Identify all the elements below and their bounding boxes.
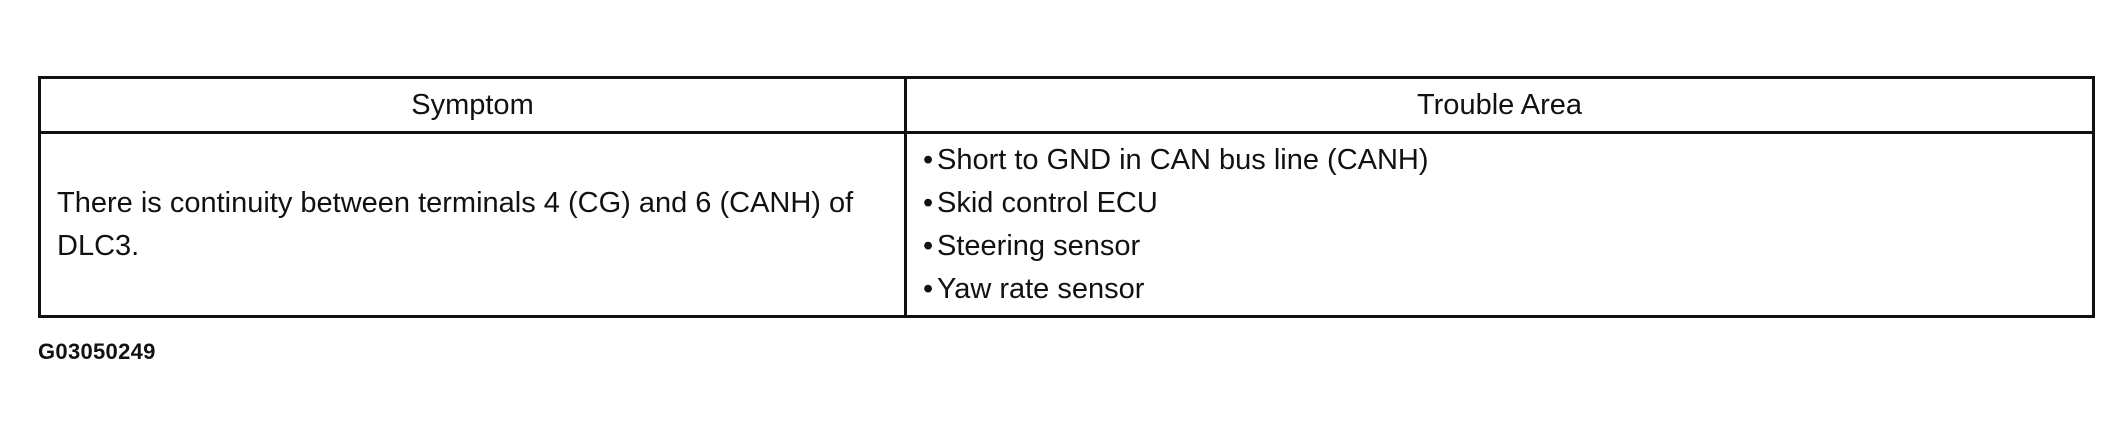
list-item: • Skid control ECU (923, 182, 2076, 225)
list-item-text: Skid control ECU (937, 186, 1158, 219)
trouble-area-list: • Short to GND in CAN bus line (CANH) • … (923, 139, 2076, 311)
header-symptom: Symptom (38, 76, 907, 134)
table-header: Symptom Trouble Area (38, 76, 2095, 134)
list-item-text: Short to GND in CAN bus line (CANH) (937, 143, 1429, 176)
bullet: • (923, 186, 934, 219)
list-item-text: Yaw rate sensor (937, 272, 1145, 305)
header-row: Symptom Trouble Area (38, 76, 2095, 134)
table-body: There is continuity between terminals 4 … (38, 131, 2095, 318)
list-item: • Yaw rate sensor (923, 268, 2076, 311)
list-item-text: Steering sensor (937, 229, 1141, 262)
figure-id: G03050249 (38, 339, 156, 364)
list-item: • Short to GND in CAN bus line (CANH) (923, 139, 2076, 182)
table-row: There is continuity between terminals 4 … (38, 131, 2095, 318)
list-item: • Steering sensor (923, 225, 2076, 268)
bullet: • (923, 143, 934, 176)
bullet: • (923, 272, 934, 305)
symptom-cell: There is continuity between terminals 4 … (38, 131, 907, 318)
trouble-area-cell: • Short to GND in CAN bus line (CANH) • … (904, 131, 2095, 318)
bullet: • (923, 229, 934, 262)
symptom-table: Symptom Trouble Area There is continuity… (38, 76, 2095, 318)
header-trouble-area: Trouble Area (904, 76, 2095, 134)
